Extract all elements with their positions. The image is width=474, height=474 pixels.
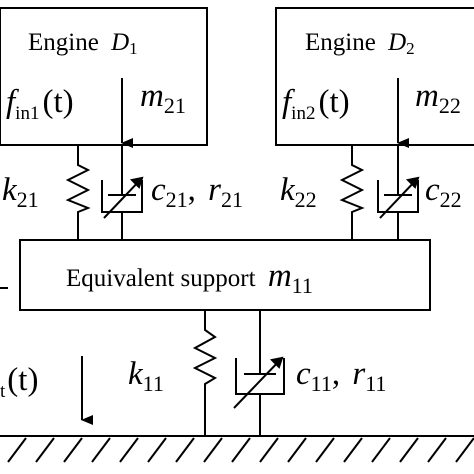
support-label: Equivalent support m11 <box>66 258 313 298</box>
support-box <box>19 239 431 311</box>
engine-1-box <box>0 7 208 146</box>
spring-k22-label: k22 <box>280 172 317 212</box>
damper-c22 <box>377 145 420 240</box>
spring-k21-label: k21 <box>2 172 39 212</box>
spring-k21 <box>65 145 91 240</box>
engine-2-mass-label: m22 <box>415 78 461 118</box>
external-force-label: t(t) <box>0 362 38 402</box>
damper-c21-r21-label: c21, r21 <box>151 172 243 212</box>
damper-c11-r11-label: c11, r11 <box>296 356 386 396</box>
spring-k11 <box>192 310 218 436</box>
engine-1-mass-label: m21 <box>140 78 186 118</box>
engine-2-force-label: fin2(t) <box>282 84 350 124</box>
damper-c11 <box>233 310 285 436</box>
engine-2-box <box>275 7 474 146</box>
engine-1-force-label: fin1(t) <box>6 84 74 124</box>
spring-k22 <box>339 145 365 240</box>
damper-c22-label: c22 <box>425 172 462 212</box>
ground <box>0 435 474 463</box>
engine-1-label: Engine D1 <box>28 29 138 58</box>
engine-2-label: Engine D2 <box>305 29 415 58</box>
spring-k11-label: k11 <box>128 356 164 396</box>
damper-c21 <box>101 145 144 240</box>
